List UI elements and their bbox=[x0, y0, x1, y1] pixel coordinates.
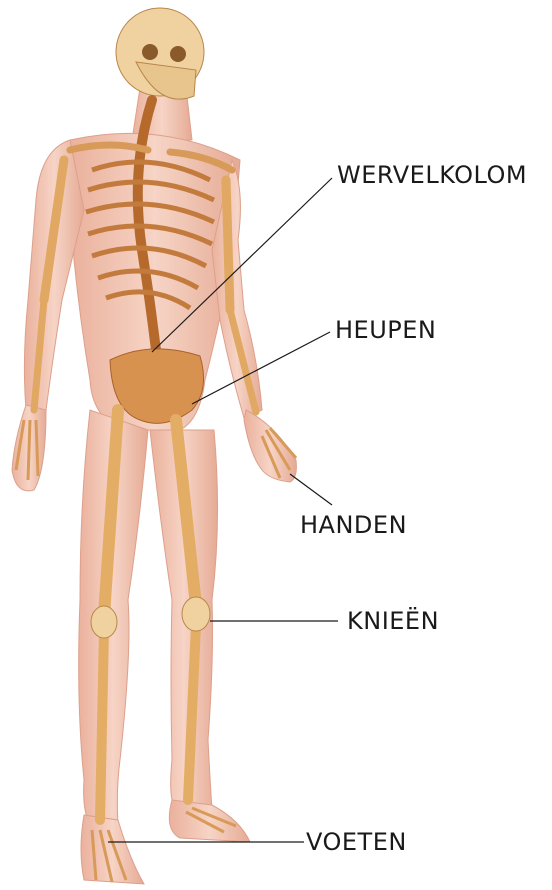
label-hips: HEUPEN bbox=[335, 318, 436, 342]
leader-line-hands bbox=[290, 474, 332, 505]
label-spine: WERVELKOLOM bbox=[337, 163, 527, 187]
label-hands: HANDEN bbox=[300, 513, 407, 537]
label-knees: KNIEËN bbox=[347, 609, 439, 633]
label-feet: VOETEN bbox=[306, 830, 407, 854]
